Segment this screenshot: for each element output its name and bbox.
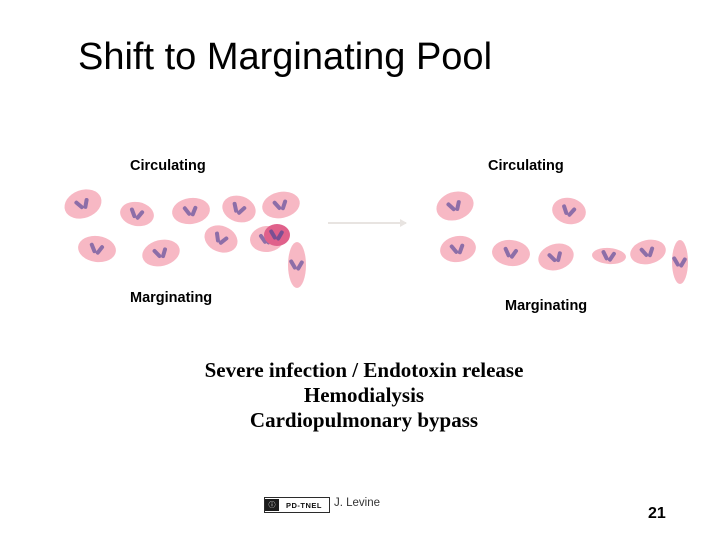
neutrophil-cell (591, 246, 627, 266)
neutrophil-cell (118, 199, 156, 229)
left-circulating-label: Circulating (130, 158, 206, 174)
footer-logo: ⓘ PD-TNEL (264, 497, 330, 513)
neutrophil-cell (60, 184, 106, 224)
logo-mark-glyph: ⓘ (268, 501, 276, 509)
neutrophil-cell (535, 239, 577, 275)
neutrophil-cell (170, 195, 212, 227)
right-marginating-label: Marginating (505, 298, 588, 314)
neutrophil-cell (438, 233, 478, 265)
logo-mark-icon: ⓘ (265, 499, 279, 511)
cell-nucleus-icon (213, 231, 230, 248)
cell-nucleus-icon (561, 203, 576, 218)
cell-nucleus-icon (184, 204, 199, 219)
cell-nucleus-icon (674, 256, 687, 269)
neutrophil-cell (627, 236, 669, 268)
neutrophil-cell (259, 188, 303, 222)
cell-nucleus-icon (231, 201, 247, 217)
neutrophil-cell (288, 242, 306, 288)
caption-line-1: Severe infection / Endotoxin release (204, 358, 524, 382)
neutrophil-cell (432, 186, 478, 226)
cell-nucleus-icon (273, 197, 288, 212)
cell-nucleus-icon (129, 206, 144, 221)
caption-block: Severe infection / Endotoxin release Hem… (0, 358, 728, 433)
neutrophil-cell (672, 240, 688, 284)
neutrophil-cell (264, 224, 290, 246)
neutrophil-cell (490, 238, 532, 268)
neutrophil-cell (200, 220, 242, 258)
caption-line-2: Hemodialysis (303, 383, 425, 407)
cell-nucleus-icon (548, 249, 564, 265)
caption-line-3: Cardiopulmonary bypass (249, 408, 479, 432)
neutrophil-cell (549, 194, 589, 228)
cell-nucleus-icon (504, 246, 518, 260)
cell-nucleus-icon (90, 242, 105, 257)
left-marginating-label: Marginating (130, 290, 213, 306)
cell-nucleus-icon (602, 249, 616, 263)
marginating-pool-diagram: Circulating Marginating Circulating Marg… (0, 140, 728, 340)
cell-nucleus-icon (447, 198, 463, 214)
logo-text: PD-TNEL (286, 500, 322, 510)
cell-nucleus-icon (153, 245, 169, 261)
cell-nucleus-icon (291, 259, 304, 272)
neutrophil-cell (139, 235, 183, 271)
cell-nucleus-icon (640, 244, 655, 259)
neutrophil-cell (76, 233, 118, 265)
arrow-right-icon (328, 219, 407, 227)
page-title: Shift to Marginating Pool (78, 36, 493, 78)
cell-nucleus-icon (75, 196, 92, 213)
right-circulating-label: Circulating (488, 158, 564, 174)
page-number: 21 (648, 505, 666, 522)
cell-nucleus-icon (271, 229, 284, 242)
cell-nucleus-icon (450, 241, 465, 256)
neutrophil-cell (218, 191, 260, 227)
author-credit: J. Levine (334, 497, 381, 509)
